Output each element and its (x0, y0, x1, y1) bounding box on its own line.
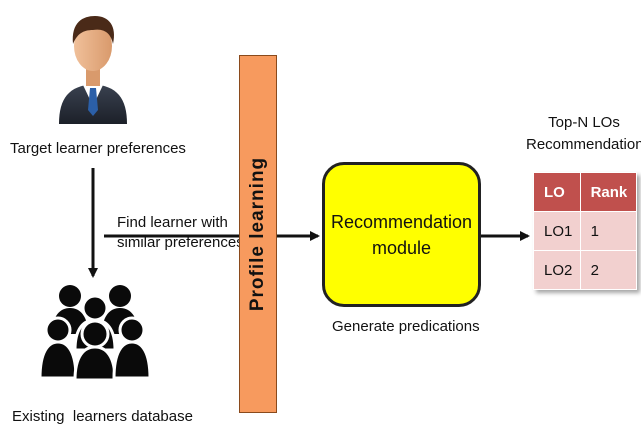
topn-title-line2: Recommendations (526, 136, 641, 153)
generate-predications-label: Generate predications (332, 318, 480, 335)
recommendations-table: LO Rank LO1 1 LO2 2 (533, 172, 638, 290)
module-label-line1: Recommendation (330, 211, 473, 232)
businessman-icon (55, 6, 131, 124)
find-learner-label: Find learner with similar preferences (117, 213, 244, 253)
user-group-icon (40, 280, 150, 380)
target-learner-label: Target learner preferences (10, 140, 186, 157)
existing-learners-label: Existing learners database (12, 408, 193, 425)
table-cell-lo: LO1 (533, 211, 581, 251)
module-label-line2: module (371, 237, 432, 258)
topn-title: Top-N LOs Recommendations (526, 112, 641, 156)
table-header-lo: LO (533, 172, 581, 212)
table-header-rank: Rank (579, 172, 638, 212)
find-learner-line2: similar preferences (117, 234, 244, 251)
table-cell-rank: 2 (579, 250, 638, 290)
topn-title-line1: Top-N LOs (548, 114, 620, 131)
table-row: LO2 2 (533, 250, 638, 290)
profile-learning-label: Profile learning (247, 156, 268, 312)
profile-learning-bar: Profile learning (239, 55, 277, 413)
table-header-row: LO Rank (533, 172, 638, 212)
table-row: LO1 1 (533, 211, 638, 251)
recommendation-module-box: Recommendation module (322, 162, 481, 307)
table-cell-lo: LO2 (533, 250, 581, 290)
table-cell-rank: 1 (579, 211, 638, 251)
find-learner-line1: Find learner with (117, 214, 228, 231)
